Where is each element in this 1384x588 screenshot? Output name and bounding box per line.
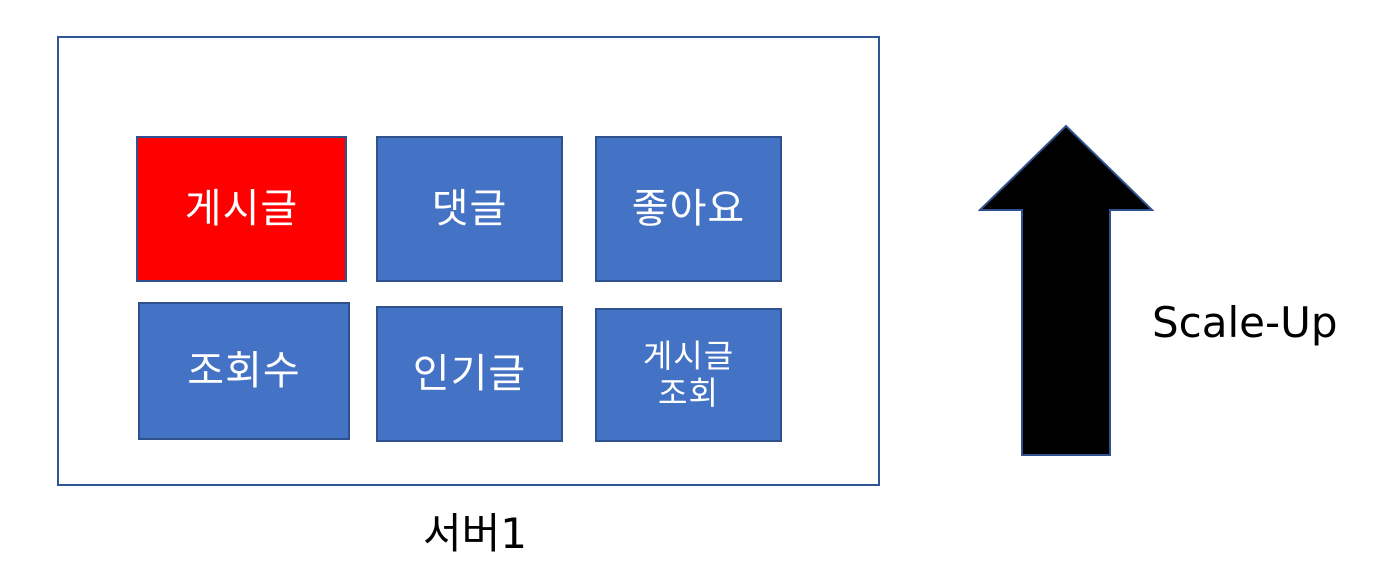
service-box-post: 게시글 — [136, 136, 347, 282]
service-label-post-view-line1: 게시글 — [642, 337, 735, 376]
service-label-like: 좋아요 — [631, 186, 746, 232]
scale-up-label: Scale-Up — [1152, 298, 1338, 347]
service-box-comment: 댓글 — [376, 136, 563, 282]
service-box-like: 좋아요 — [595, 136, 782, 282]
server-label: 서버1 — [422, 509, 527, 558]
service-label-view-count: 조회수 — [187, 348, 301, 394]
scale-up-arrow-icon — [978, 124, 1154, 456]
service-box-post-view: 게시글 조회 — [595, 308, 782, 442]
service-label-popular-post: 인기글 — [412, 351, 527, 397]
scale-up-arrow-shape — [978, 124, 1154, 456]
service-box-view-count: 조회수 — [138, 302, 350, 440]
service-label-comment: 댓글 — [431, 186, 508, 232]
service-label-post-view-line2: 조회 — [658, 374, 719, 412]
service-box-popular-post: 인기글 — [376, 306, 563, 442]
service-label-post: 게시글 — [184, 186, 299, 232]
